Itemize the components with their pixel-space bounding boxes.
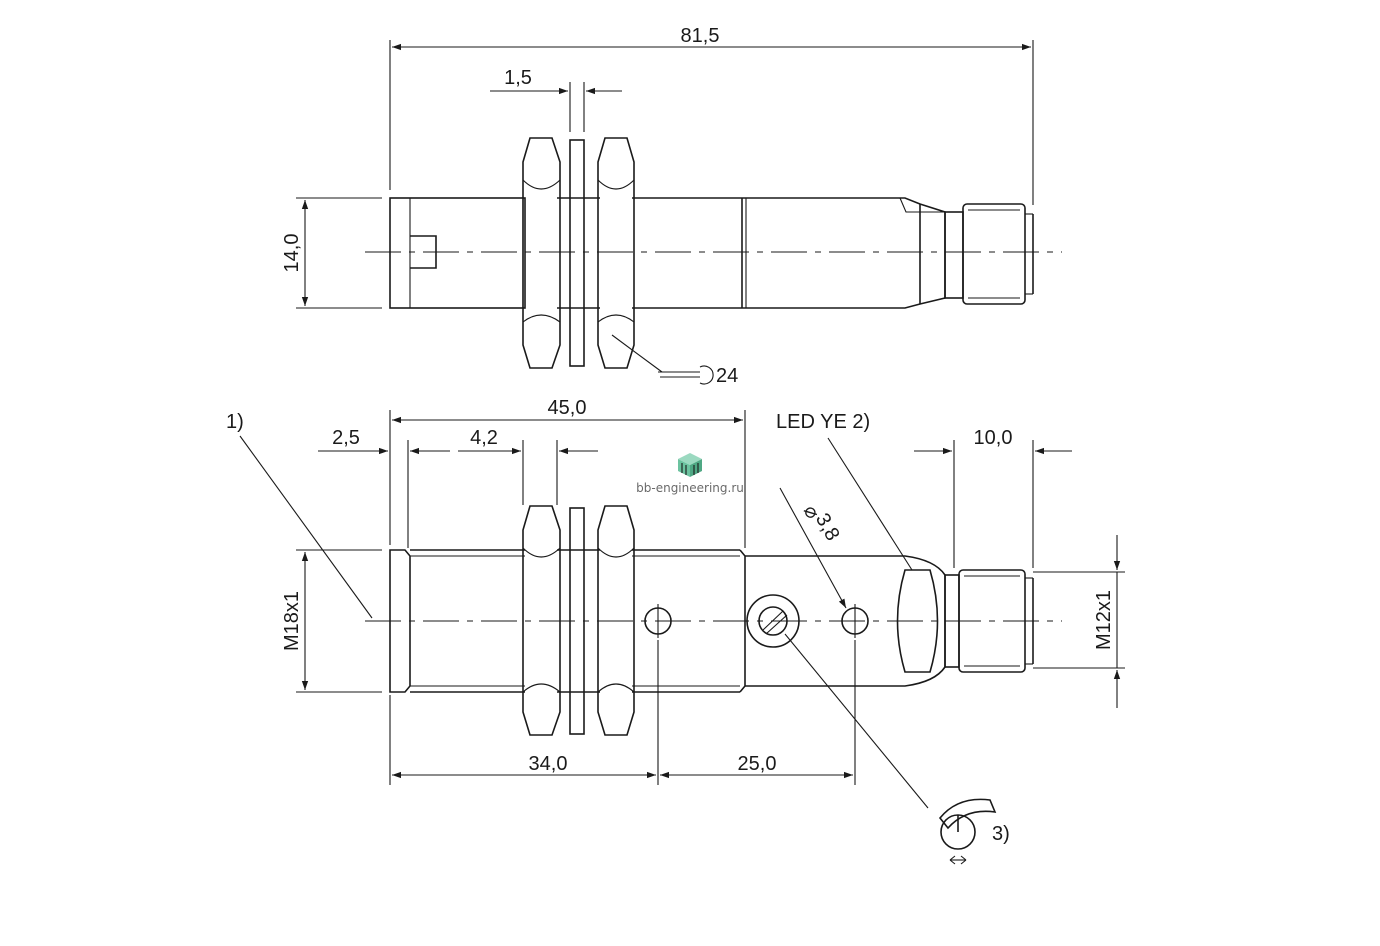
callout-1: 1) (226, 411, 244, 433)
watermark-text: bb-engineering.ru (636, 481, 744, 495)
potentiometer (746, 594, 800, 648)
side-nut-left (522, 505, 561, 736)
watermark: bb-engineering.ru (636, 453, 744, 495)
side-view: 1) 45,0 2,5 4,2 LED YE 2) 10,0 ⌀ (226, 397, 1125, 865)
dim-body-thread: M18x1 (281, 591, 303, 651)
grid-cube-icon (678, 453, 702, 477)
top-washer (569, 139, 585, 367)
dim-start: 2,5 (332, 427, 360, 449)
adjust-knob-icon (938, 798, 997, 865)
wrench-icon (658, 371, 700, 378)
side-washer (569, 507, 585, 735)
side-sensor-body (389, 549, 1034, 693)
top-nut-left (522, 137, 561, 369)
side-nut-right (597, 505, 635, 736)
dim-thread-length: 45,0 (548, 397, 587, 419)
top-sensor-body (389, 197, 1034, 309)
callout-3: 3) (992, 823, 1010, 845)
top-view: 81,5 1,5 14,0 24 (281, 25, 1062, 387)
led-label: LED YE 2) (776, 411, 870, 433)
dim-connector-thread: M12x1 (1093, 590, 1115, 650)
dim-nut: 4,2 (470, 427, 498, 449)
dim-overall-length: 81,5 (681, 25, 720, 47)
dim-connector: 10,0 (974, 427, 1013, 449)
dim-diameter: 14,0 (281, 234, 303, 273)
dim-washer: 1,5 (504, 67, 532, 89)
top-nut-right (597, 137, 635, 369)
dim-pot-to-led: 25,0 (738, 753, 777, 775)
wrench-size: 24 (716, 365, 738, 387)
dim-to-pot: 34,0 (529, 753, 568, 775)
